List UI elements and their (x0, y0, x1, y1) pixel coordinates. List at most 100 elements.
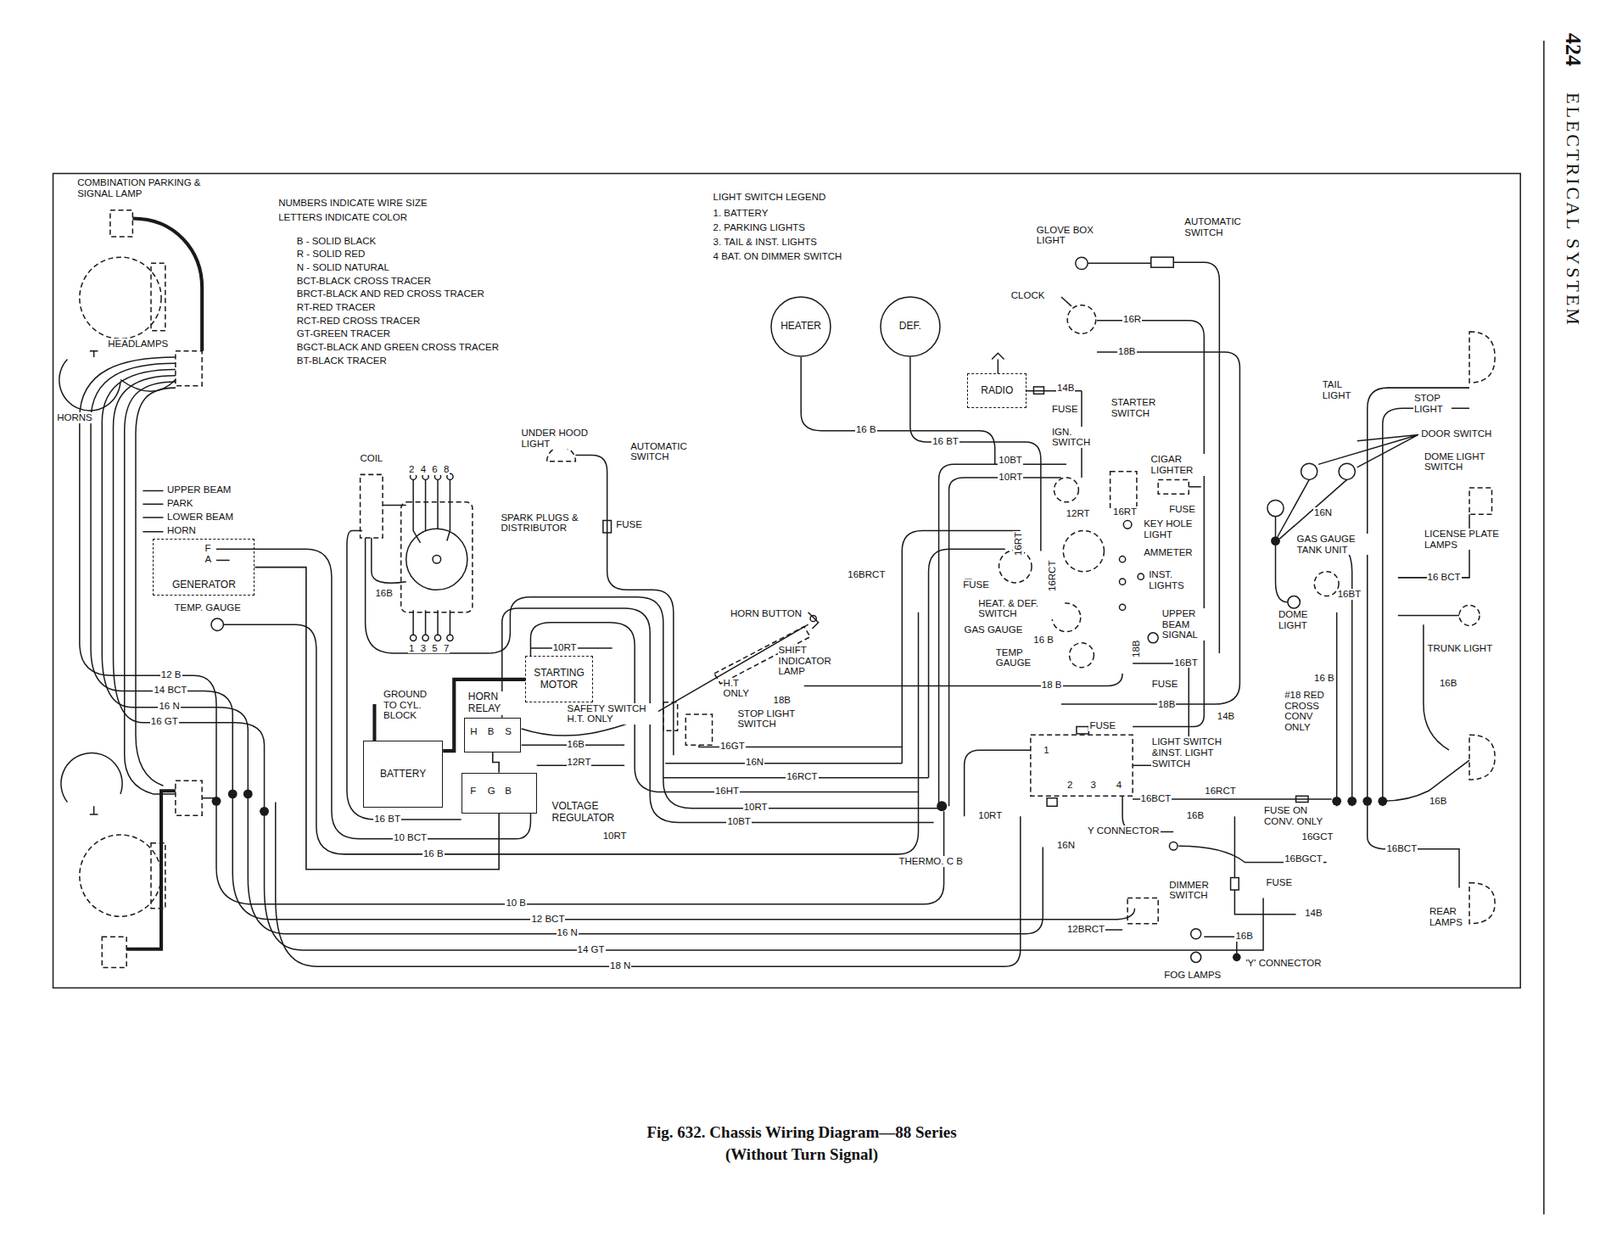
wire-code: 14B (1303, 907, 1323, 919)
wire-code: 18B (1117, 346, 1136, 358)
part-label: LETTERS INDICATE COLOR (277, 212, 409, 224)
part-label: INST. LIGHTS (1147, 569, 1193, 591)
wire-code: 16BCT (1385, 843, 1418, 855)
wire-code: 16BT (1173, 657, 1199, 669)
engine-wiring-part (434, 634, 441, 641)
rear-wiring-part (1382, 760, 1470, 801)
engine-wiring-part (603, 520, 612, 533)
front-lamps-part (126, 790, 176, 949)
rear-wiring-part (1469, 487, 1492, 515)
wire-code: 10RT (977, 810, 1003, 822)
part-name: RADIO (980, 385, 1013, 398)
part-label: REAR LAMPS (1428, 906, 1468, 928)
engine-wiring-part (547, 447, 577, 462)
part-label: FUSE (1264, 877, 1293, 889)
part-label: SPARK PLUGS & DISTRIBUTOR (499, 512, 593, 534)
wire-code: 10RT (997, 471, 1024, 483)
part-label: GAS GAUGE TANK UNIT (1296, 533, 1369, 555)
rear-wiring-part (1296, 795, 1309, 802)
part-label: H.T ONLY (722, 677, 756, 700)
part-label: NUMBERS INDICATE WIRE SIZE (277, 197, 429, 209)
part-label: GROUND TO CYL. BLOCK (382, 688, 435, 722)
front-lamps-part (79, 834, 162, 917)
part-label: UPPER BEAM (166, 484, 232, 496)
part-label: STOP LIGHT (1413, 392, 1453, 414)
instrument-wiring-part (1067, 305, 1097, 335)
engine-wiring-part (804, 673, 1123, 686)
starting-motor: STARTING MOTOR (525, 655, 593, 703)
wire-code: 16 BT (373, 813, 402, 825)
engine-wiring-part (447, 634, 454, 641)
part-label: BRCT-BLACK AND RED CROSS TRACER (296, 288, 486, 300)
part-label: DOOR SWITCH (1420, 428, 1493, 440)
part-label: TAIL LIGHT (1321, 379, 1361, 401)
instrument-wiring-part (1147, 632, 1159, 644)
engine-wiring-part (401, 502, 473, 613)
part-label: LOWER BEAM (166, 511, 235, 523)
wire-code: 16 BCT (1426, 571, 1462, 583)
wire-code: 16HT (714, 785, 740, 797)
part-label: HORN (166, 525, 197, 537)
part-label: THERMO. C B (897, 855, 963, 868)
unit-outline-circle (880, 296, 940, 357)
part-label: S (503, 726, 513, 738)
front-lamps-part (175, 351, 202, 387)
part-name: HEATER (780, 320, 822, 333)
part-label: G (486, 785, 497, 797)
wire-code: 12 BCT (530, 913, 566, 925)
instrument-wiring-part (1123, 520, 1132, 530)
frame-part (53, 173, 1522, 989)
wire-code: 3. TAIL & INST. LIGHTS (712, 236, 819, 248)
instrument-wiring-part (1118, 556, 1125, 563)
front-harness-part (275, 802, 1021, 968)
rear-wiring-part (1459, 604, 1480, 626)
part-label: CLOCK (1010, 290, 1047, 302)
part-label: FUSE (962, 579, 991, 591)
instrument-wiring-part (1151, 257, 1174, 268)
front-harness-part (120, 380, 176, 392)
part-label: HEAT. & DEF. SWITCH (977, 598, 1063, 620)
part-label: R - SOLID RED (296, 248, 367, 260)
wire-code: 16BCT (1140, 793, 1173, 805)
instrument-wiring-part (964, 749, 1031, 817)
engine-wiring-part (810, 615, 817, 621)
rear-wiring-part (1318, 434, 1419, 467)
rear-wiring-part (1469, 734, 1495, 780)
wire-code: 16 N (556, 927, 579, 939)
engine-wiring-part (223, 612, 918, 855)
wire-code: 16N (744, 756, 765, 768)
front-lamps-part (61, 752, 123, 802)
engine-wiring-part (346, 531, 462, 820)
part-label: FUSE ON CONV. ONLY (1263, 805, 1336, 827)
front-harness-part (101, 369, 248, 794)
part-label: FOG LAMPS (1163, 969, 1222, 981)
wire-code: 16 N (157, 700, 180, 712)
wire-connector (254, 567, 499, 870)
engine-wiring-part (216, 559, 230, 562)
rear-wiring-part (1267, 499, 1284, 516)
engine-wiring-part (530, 622, 918, 793)
part-label: HORNS (55, 412, 94, 424)
front-lamps-part (151, 262, 166, 331)
wire-code: 18 B (1040, 679, 1063, 691)
instrument-wiring-part (1076, 727, 1089, 734)
engine-wiring-part (216, 548, 531, 840)
wire-code: 14B (1216, 710, 1236, 722)
front-harness-part (124, 381, 176, 795)
rear-wiring-part (1469, 331, 1495, 383)
engine-wiring-part (413, 609, 450, 635)
instrument-wiring-part (1118, 604, 1125, 610)
page-number: 424 (1560, 32, 1585, 68)
part-label: FUSE (1088, 720, 1117, 732)
wire-code: 12RT (566, 756, 593, 768)
front-lamps-part (110, 210, 133, 237)
wire-code: 16 B (1313, 672, 1336, 684)
part-label: CIGAR LIGHTER (1150, 453, 1209, 476)
instrument-wiring-part (1169, 841, 1178, 851)
instrument-wiring-part (1062, 531, 1104, 572)
rear-wiring-part (1287, 596, 1300, 609)
wire-code: 10RT (602, 830, 628, 842)
part-label: FUSE (1168, 503, 1197, 515)
